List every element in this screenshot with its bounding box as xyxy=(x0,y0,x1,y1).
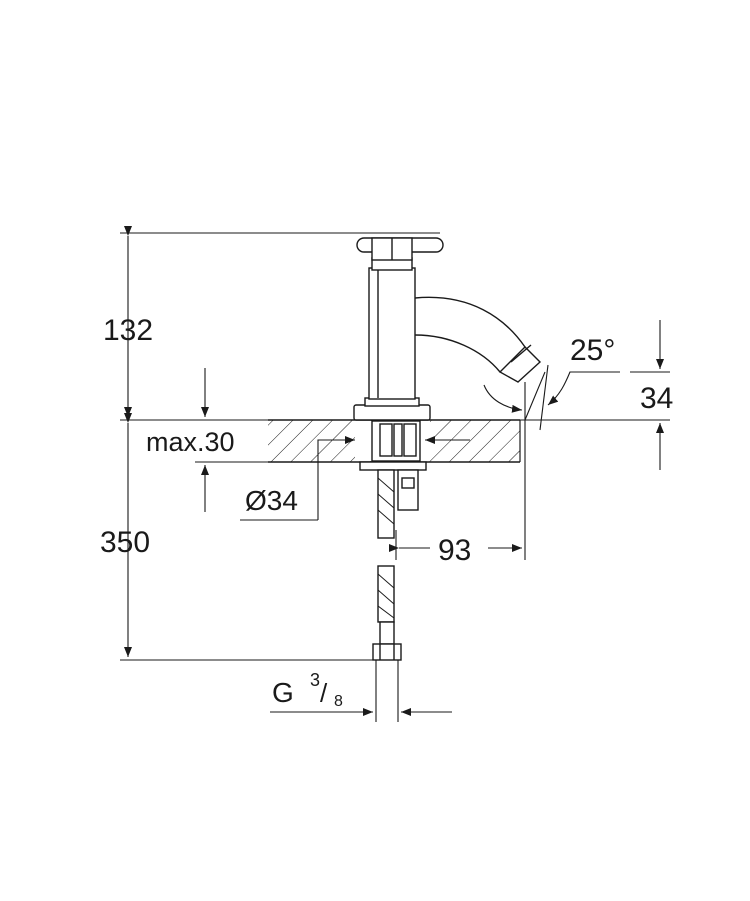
faucet-body xyxy=(353,237,444,421)
dimension-lines xyxy=(120,226,670,722)
dim-connection-thread: G 3 / 8 xyxy=(272,670,343,710)
thread-prefix: G xyxy=(272,677,294,708)
thread-numerator: 3 xyxy=(310,670,320,690)
dim-deck-thickness: max.30 xyxy=(146,427,235,457)
thread-denominator: 8 xyxy=(334,693,343,710)
mounting-assembly xyxy=(359,420,427,661)
dim-hose-length: 350 xyxy=(100,526,150,559)
dim-hole-diameter: Ø34 xyxy=(245,485,298,516)
dim-spout-clearance: 34 xyxy=(640,382,673,415)
thread-slash: / xyxy=(320,678,328,708)
dim-height-above-deck: 132 xyxy=(103,314,153,347)
dim-spout-projection: 93 xyxy=(438,534,471,567)
spout xyxy=(414,296,542,383)
dim-spout-angle: 25° xyxy=(570,334,615,367)
